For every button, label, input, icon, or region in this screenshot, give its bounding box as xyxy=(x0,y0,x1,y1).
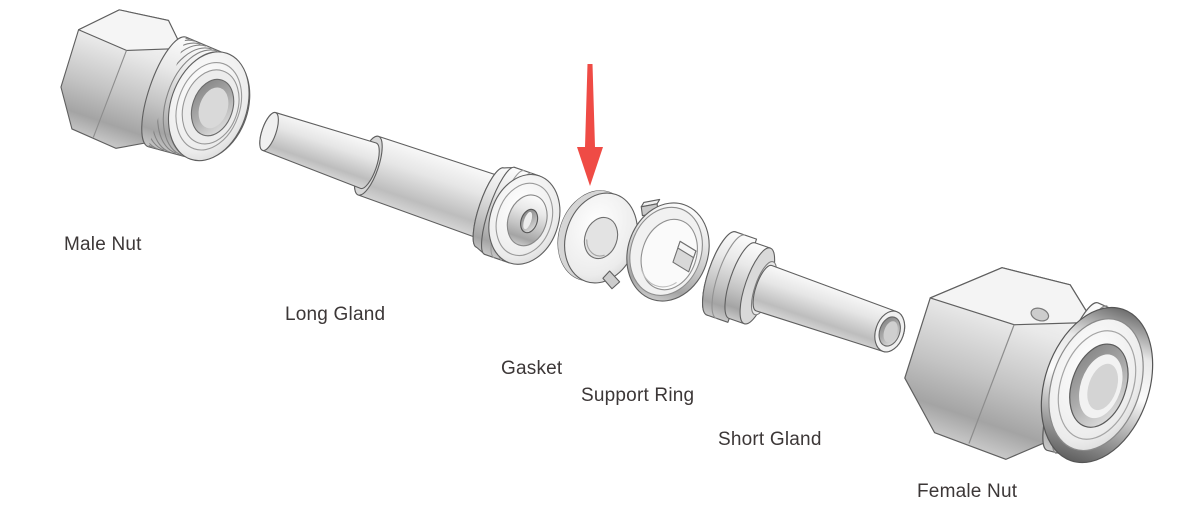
female-nut-graphic xyxy=(904,267,1154,464)
male-nut-graphic xyxy=(60,9,251,162)
female-nut-pin-hole xyxy=(1030,307,1050,322)
gasket-graphic xyxy=(557,190,638,284)
part-label-long-gland: Long Gland xyxy=(285,304,386,325)
short-gland-graphic xyxy=(701,231,906,353)
support-ring-graphic xyxy=(602,198,710,302)
part-label-short-gland: Short Gland xyxy=(718,429,822,450)
gasket-pointer-arrow-icon xyxy=(577,64,603,186)
part-label-gasket: Gasket xyxy=(501,358,563,379)
support-ring-tab-bottom xyxy=(602,270,621,290)
part-label-female-nut: Female Nut xyxy=(917,481,1018,502)
long-gland-graphic xyxy=(259,111,561,265)
part-label-support-ring: Support Ring xyxy=(581,385,695,406)
part-label-male-nut: Male Nut xyxy=(64,234,142,255)
